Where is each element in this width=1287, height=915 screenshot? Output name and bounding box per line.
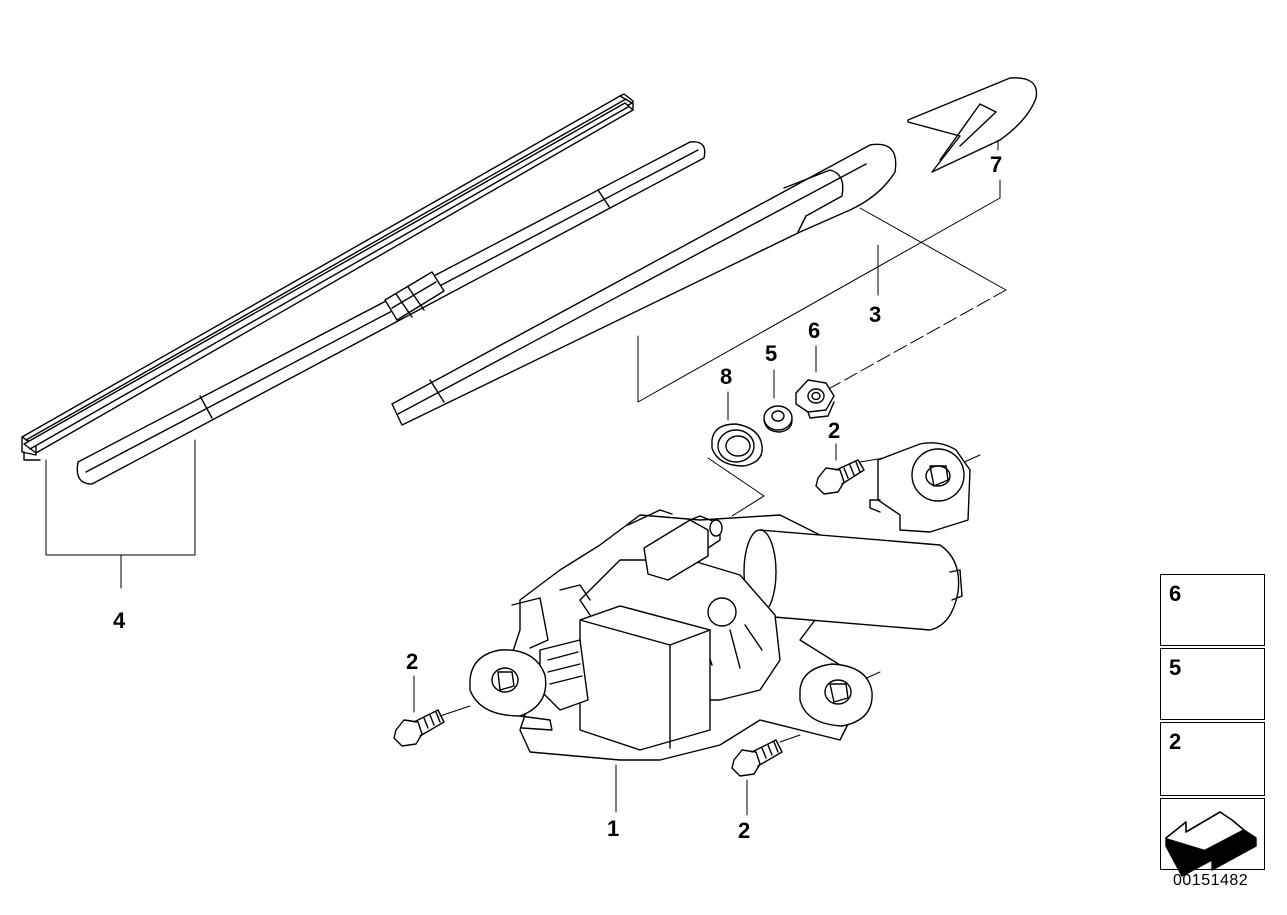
legend-item-2-number: 2 [1169,729,1182,754]
wiper-motor [469,509,963,761]
wiper-blade [21,93,634,461]
callout-3: 3 [869,302,882,327]
legend-item-6-number: 6 [1169,581,1182,606]
grommet-8 [711,423,763,467]
washer-5 [763,405,793,433]
callout-1: 1 [607,816,620,841]
callout-2-upper: 2 [828,418,841,443]
callout-5: 5 [765,341,778,366]
callout-2-right: 2 [738,818,751,843]
document-number: 00151482 [1173,872,1249,889]
callout-4: 4 [113,608,126,633]
legend-direction-box [1160,798,1265,870]
legend-item-6: 6 [1160,574,1265,646]
callout-2-left: 2 [406,649,419,674]
screw-upper [815,459,865,495]
callout-8: 8 [720,364,733,389]
callout-7: 7 [990,152,1003,177]
cap [907,77,1038,173]
legend-item-2: 2 [1160,722,1265,796]
callout-6: 6 [808,318,821,343]
mounting-bracket [869,442,971,533]
direction-arrow-icon [1165,811,1257,877]
screw-lower-left [393,709,445,747]
legend-item-5-number: 5 [1169,655,1182,680]
legend-item-5: 5 [1160,648,1265,720]
screw-lower-right [731,739,783,777]
nut-6 [795,379,835,419]
wiper-arm-right [391,143,897,426]
wiper-arm-left [76,141,706,485]
